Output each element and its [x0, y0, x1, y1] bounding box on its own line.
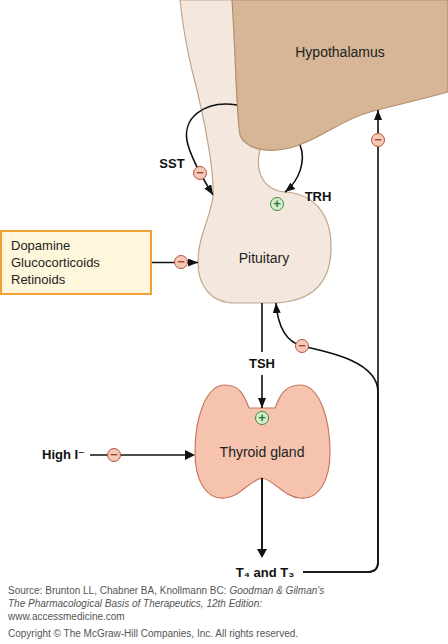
- inhibition-sign: −: [193, 166, 207, 180]
- node-text: Dopamine Glucocorticoids Retinoids: [11, 237, 141, 288]
- copyright-text: Copyright © The McGraw-Hill Companies, I…: [8, 628, 298, 639]
- drug-box: Dopamine Glucocorticoids Retinoids: [0, 230, 152, 295]
- arrow-head: [257, 549, 267, 558]
- connector-arrow: [262, 110, 378, 572]
- node-text: Hypothalamus: [295, 44, 385, 60]
- stimulation-sign: +: [270, 197, 284, 211]
- shape-path: [232, 0, 448, 150]
- inhibition-sign: −: [174, 255, 188, 269]
- arrow-head: [185, 450, 195, 460]
- source-note: Source: Brunton LL, Chabner BA, Knollman…: [8, 584, 338, 623]
- gland-shape: Thyroid gland: [193, 383, 333, 501]
- hormone-label: T₄ and T₃: [236, 565, 294, 580]
- inhibition-sign: −: [295, 339, 309, 353]
- stimulation-sign: +: [255, 411, 269, 425]
- inhibition-sign: −: [371, 133, 385, 147]
- connector-arrow: [285, 145, 302, 192]
- node-text: Pituitary: [239, 250, 290, 266]
- inhibition-sign: −: [107, 448, 121, 462]
- brain-region: Hypothalamus: [232, 0, 448, 160]
- source-text: Source: Brunton LL, Chabner BA, Knollman…: [8, 585, 226, 596]
- shape-path: [195, 385, 330, 498]
- input-label: High I⁻: [42, 447, 85, 462]
- hormone-label: SST: [159, 156, 184, 171]
- hormone-label: TSH: [249, 356, 275, 371]
- hormone-label: TRH: [305, 189, 332, 204]
- shape-outline: [232, 0, 448, 160]
- node-text: Thyroid gland: [220, 444, 305, 460]
- shape-path: [180, 0, 331, 303]
- source-text: www.accessmedicine.com: [8, 610, 338, 623]
- leader-line: [90, 454, 187, 456]
- shape-outline: [193, 383, 333, 501]
